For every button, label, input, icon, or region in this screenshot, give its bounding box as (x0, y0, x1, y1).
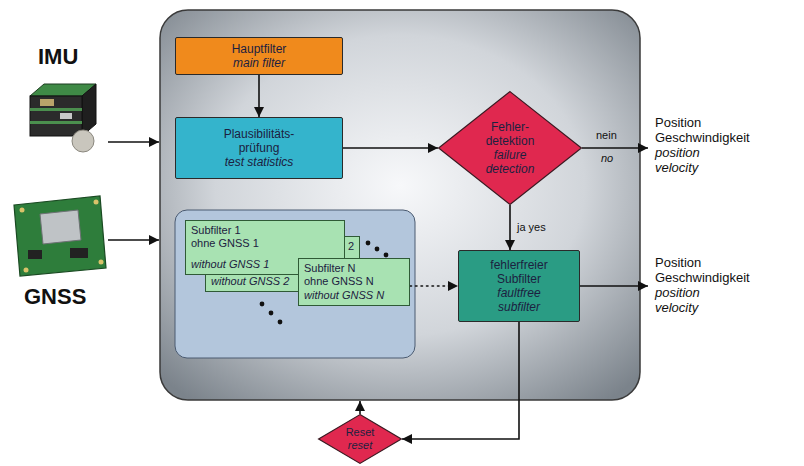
label-text: IMU (38, 44, 78, 70)
text-group: fehlerfreier Subfilterfaultfree subfilte… (490, 258, 547, 314)
box-text: without GNSS N (304, 289, 384, 302)
box-text: main filter (232, 56, 287, 70)
box-text: test statistics (224, 155, 295, 169)
subfilter-group (175, 210, 415, 358)
box-text: failure detection (486, 148, 535, 176)
system-panel (160, 10, 640, 400)
box-text: fehlerfreier Subfilter (490, 258, 547, 286)
connector (343, 147, 438, 149)
subfilter-card: Subfilter N ohne GNSS Nwithout GNSS N (298, 258, 410, 306)
text-group: Fehler- detektionfailure detection (486, 120, 535, 176)
box-text: Plausibilitäts- prüfung (224, 127, 295, 155)
box-text: faultfree subfilter (497, 286, 540, 314)
label-text: Position Geschwindigkeit (655, 255, 750, 285)
label-text: Position Geschwindigkeit (655, 115, 750, 145)
box-text: Subfilter 1 ohne GNSS 1 (191, 224, 265, 250)
label-text: no (601, 152, 613, 165)
text-group: Plausibilitäts- prüfungtest statistics (224, 127, 295, 169)
label-text: GNSS (24, 284, 86, 310)
process-box: Hauptfiltermain filter (175, 37, 343, 75)
box-text: Hauptfilter (232, 42, 287, 56)
text-group: Hauptfiltermain filter (232, 42, 287, 70)
box-text: Subfilter N ohne GNSS N (304, 262, 378, 288)
flow-arrows (108, 142, 648, 414)
diamond-shape (439, 92, 582, 205)
gnss-photo (14, 196, 106, 276)
label-text: nein (596, 129, 617, 142)
label-text: position velocity (655, 145, 700, 175)
box-text: 2 (348, 240, 354, 253)
connector (509, 205, 511, 250)
process-box: fehlerfreier Subfilterfaultfree subfilte… (458, 250, 580, 322)
connector (258, 75, 260, 117)
diamond-shape (319, 415, 402, 464)
reset-diamond: Resetreset (318, 414, 402, 464)
decision-diamond: Fehler- detektionfailure detection (438, 91, 582, 205)
process-box: Plausibilitäts- prüfungtest statistics (175, 117, 343, 179)
box-text: reset (346, 439, 375, 452)
imu-photo (30, 84, 96, 152)
text-group: Resetreset (346, 426, 375, 452)
box-text: Reset (346, 426, 375, 439)
connector (402, 322, 519, 439)
edge-label: ja yes (517, 221, 546, 234)
connector (410, 285, 458, 287)
box-text: without GNSS 2 (211, 275, 289, 288)
box-text: without GNSS 1 (191, 258, 269, 271)
label-text: position velocity (655, 285, 700, 315)
box-text: Fehler- detektion (486, 120, 535, 148)
